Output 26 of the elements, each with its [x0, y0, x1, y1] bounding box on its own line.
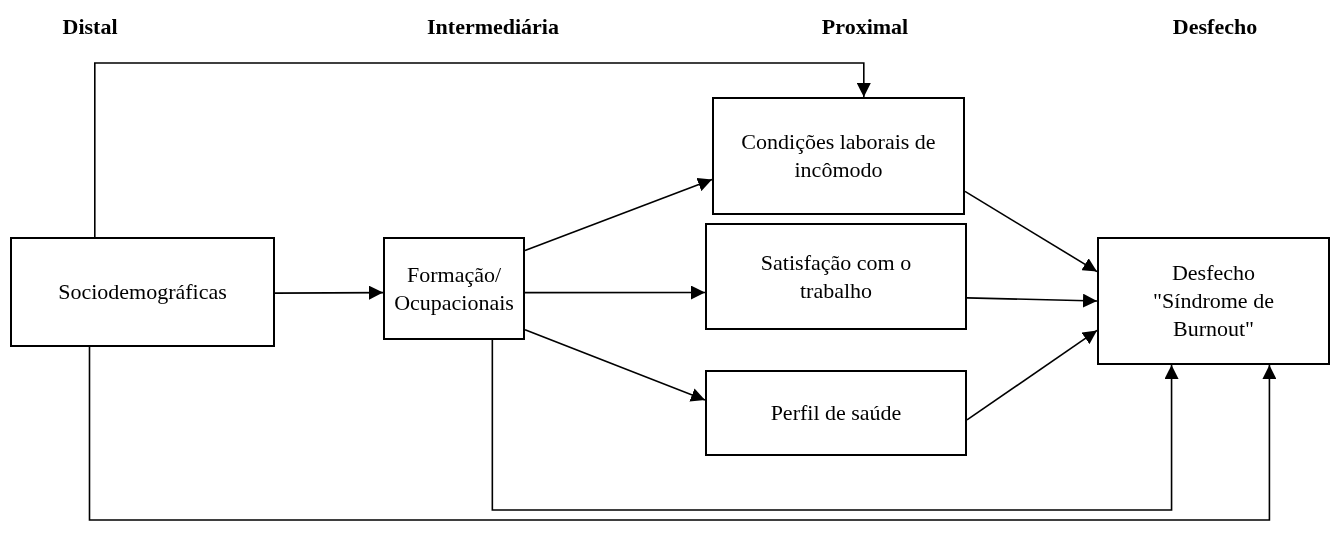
- arrow: [491, 339, 1179, 511]
- box: [712, 97, 965, 215]
- column-heading: Desfecho: [1172, 14, 1258, 40]
- box: [705, 223, 967, 330]
- box: [1097, 237, 1330, 365]
- arrow: [524, 328, 706, 402]
- box-label: Desfecho "Síndrome de Burnout": [1152, 259, 1275, 343]
- arrow: [524, 285, 706, 300]
- arrow: [964, 190, 1098, 273]
- box-label: Condições laborais de incômodo: [740, 128, 937, 184]
- arrow: [966, 293, 1098, 308]
- box-label: Formação/ Ocupacionais: [393, 260, 515, 317]
- box-label: Perfil de saúde: [770, 399, 902, 427]
- column-heading: Proximal: [821, 14, 909, 40]
- column-heading: Intermediária: [427, 14, 559, 40]
- box: [10, 237, 275, 347]
- box-label: Sociodemográficas: [58, 278, 227, 306]
- arrow: [524, 178, 713, 252]
- box-label: Satisfação com o trabalho: [759, 248, 913, 305]
- box: [383, 237, 525, 340]
- arrow: [94, 62, 871, 238]
- arrow: [966, 329, 1098, 421]
- arrow: [274, 285, 384, 300]
- column-heading: Distal: [62, 14, 118, 40]
- box: [705, 370, 967, 456]
- arrow: [88, 346, 1277, 521]
